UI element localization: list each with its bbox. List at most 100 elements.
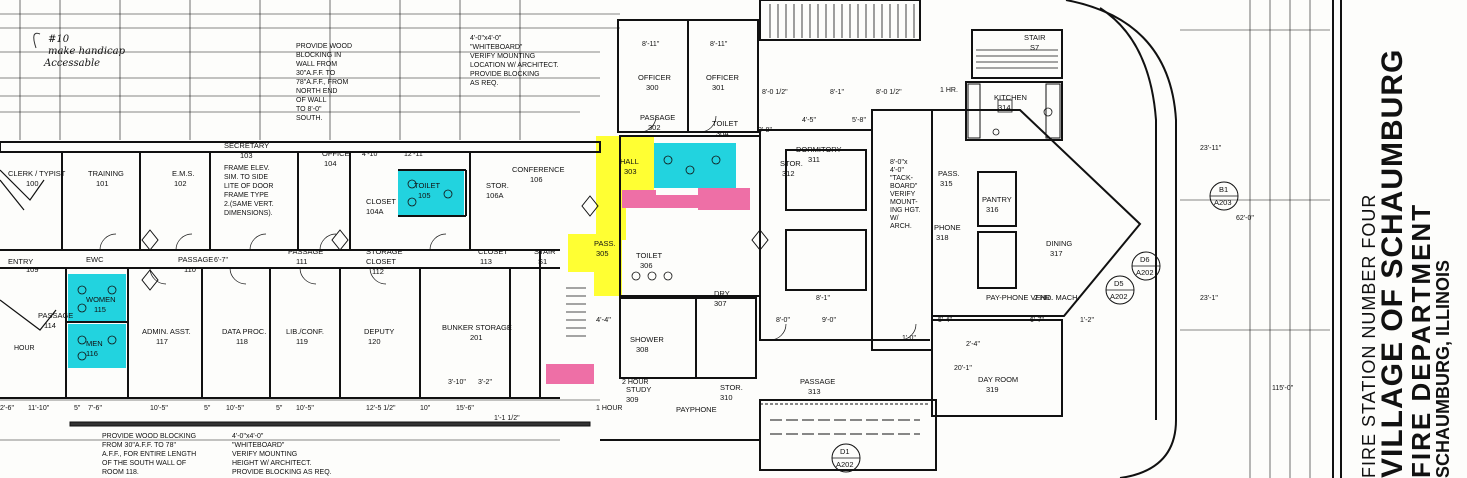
tag-d1-top: D1 — [840, 447, 850, 456]
note-wood-top-1: BLOCKING IN — [296, 52, 341, 59]
dim-7: 5" — [276, 405, 283, 412]
note-wood-top-6: OF WALL — [296, 97, 327, 104]
dim-14: 8'-11" — [710, 41, 728, 48]
room-lib-name: LIB./CONF. — [286, 327, 324, 336]
room-ems-num: 102 — [174, 179, 187, 188]
dim-37: 2'-4" — [966, 341, 980, 348]
tag-d5-bot: A202 — [1110, 292, 1128, 301]
dim-15: 8'-0 1/2" — [762, 89, 788, 96]
tag-b1: B1 A203 — [1209, 181, 1239, 211]
room-closet112-num: 112 — [372, 267, 384, 276]
dim-26: 12'-11" — [404, 151, 426, 158]
dim-22: 23'-1" — [1200, 295, 1218, 302]
room-clerk-num: 100 — [26, 179, 39, 188]
room-men-name: MEN — [86, 339, 103, 348]
title-line-4: SCHAUMBURG, ILLINOIS — [1433, 260, 1453, 478]
room-kitchen-name: KITCHEN — [994, 93, 1027, 102]
pink-dump-1 — [622, 190, 656, 208]
room-pantry-num: 316 — [986, 205, 999, 214]
dimension-labels: 2'-6" 11'-10" 5" 7'-6" 10'-5" 5" 10'-5" … — [0, 41, 1294, 422]
note-wood-bottom-1: FROM 30"A.F.F. TO 78" — [102, 442, 176, 449]
room-stor310-num: 310 — [720, 393, 733, 402]
note-wood-bottom-3: OF THE SOUTH WALL OF — [102, 460, 186, 467]
note-wood-bottom-4: ROOM 118. — [102, 469, 139, 476]
room-study-num: 309 — [626, 395, 639, 404]
room-passage313-num: 313 — [808, 387, 821, 396]
tag-d6-bot: A202 — [1136, 268, 1154, 277]
room-pass305-name: PASS. — [594, 239, 616, 248]
room-toilet304-num: 304 — [716, 129, 729, 138]
dim-6: 10'-5" — [226, 405, 244, 412]
room-closet112-name: CLOSET — [366, 257, 396, 266]
note-tackboard-0: 8'-0"x — [890, 159, 908, 166]
room-pantry-name: PANTRY — [982, 195, 1012, 204]
note-hour-2: 2 HOUR — [622, 379, 648, 386]
fixtures — [77, 99, 1053, 361]
room-entry-name: ENTRY — [8, 257, 33, 266]
men-116-highlight — [68, 324, 126, 368]
note-whiteboard-top-3: LOCATION W/ ARCHITECT. — [470, 62, 559, 69]
dim-10: 10" — [420, 405, 431, 412]
room-toilet306-num: 306 — [640, 261, 653, 270]
tag-d5: D5 A202 — [1105, 275, 1135, 305]
title-block — [1340, 0, 1467, 478]
dim-27: 6'-7" — [214, 257, 228, 264]
dim-20: 2'-8" — [758, 127, 772, 134]
note-tackboard-5: MOUNT- — [890, 199, 918, 206]
room-passage111-name: PASSAGE — [288, 247, 323, 256]
dim-23: 62'-0" — [1236, 215, 1254, 222]
room-secretary-name: SECRETARY — [224, 141, 269, 150]
room-vend-name: PAY-PHONE VEND. MACH. — [986, 293, 1080, 302]
room-pass315-num: 315 — [940, 179, 953, 188]
note-whiteboard-top-2: VERIFY MOUNTING — [470, 53, 535, 60]
hand-note-1: make handicap — [48, 46, 126, 57]
highlight-areas — [68, 136, 750, 384]
room-study-name: STUDY — [626, 385, 651, 394]
grid-lines — [0, 0, 1330, 478]
note-hour-1: 1 HR. — [940, 87, 958, 94]
room-passage110-num: 110 — [184, 265, 196, 274]
dim-5: 5" — [204, 405, 211, 412]
dim-12: 1'-1 1/2" — [494, 415, 520, 422]
room-women-name: WOMEN — [86, 295, 116, 304]
room-clerk-name: CLERK / TYPIST — [8, 169, 66, 178]
room-passage302-num: 302 — [648, 123, 661, 132]
note-whiteboard-top-4: PROVIDE BLOCKING — [470, 71, 540, 78]
room-bunker-name: BUNKER STORAGE — [442, 323, 512, 332]
room-stair2-num: S7 — [1030, 43, 1039, 52]
title-line-2: VILLAGE OF SCHAUMBURG — [1376, 48, 1409, 478]
dim-36: 20'-1" — [954, 365, 972, 372]
note-tackboard-2: "TACK- — [890, 175, 914, 182]
note-wood-top-2: WALL FROM — [296, 61, 337, 68]
dim-35: 5'-4" — [938, 317, 952, 324]
room-passage114-name: PASSAGE — [38, 311, 73, 320]
note-wood-top-0: PROVIDE WOOD — [296, 43, 352, 50]
dim-8: 10'-5" — [296, 405, 314, 412]
room-dataproc-num: 118 — [236, 337, 248, 346]
room-passage302-name: PASSAGE — [640, 113, 675, 122]
room-passage111-num: 111 — [296, 257, 307, 266]
dim-3: 7'-6" — [88, 405, 102, 412]
room-hall-name: HALL — [620, 157, 639, 166]
dim-28: 3'-10" — [448, 379, 466, 386]
room-vend-num: 4'-4" — [596, 315, 611, 324]
note-wood-top-3: 30"A.F.F. TO — [296, 70, 336, 77]
room-dining-num: 317 — [1050, 249, 1063, 258]
title-line-3: FIRE DEPARTMENT — [1406, 202, 1436, 478]
dim-16: 8'-1" — [830, 89, 844, 96]
annotation-notes: PROVIDE WOOD BLOCKING IN WALL FROM 30"A.… — [14, 35, 1052, 476]
note-whiteboard-bottom-2: VERIFY MOUNTING — [232, 451, 297, 458]
room-ems-name: E.M.S. — [172, 169, 195, 178]
room-dayroom-num: 319 — [986, 385, 999, 394]
room-toilet105-name: TOILET — [414, 181, 441, 190]
room-shower-num: 308 — [636, 345, 649, 354]
dim-25: 4'-10" — [362, 151, 380, 158]
note-wood-top-5: NORTH END — [296, 88, 337, 95]
title-block-text: FIRE STATION NUMBER FOUR VILLAGE OF SCHA… — [1354, 8, 1453, 478]
toilet-304-highlight — [654, 143, 736, 188]
column-markers — [141, 195, 769, 291]
room-stair2-name: STAIR — [1024, 33, 1046, 42]
walls — [0, 0, 1177, 478]
room-dataproc-name: DATA PROC. — [222, 327, 266, 336]
room-dormitory-name: DORMITORY — [796, 145, 842, 154]
